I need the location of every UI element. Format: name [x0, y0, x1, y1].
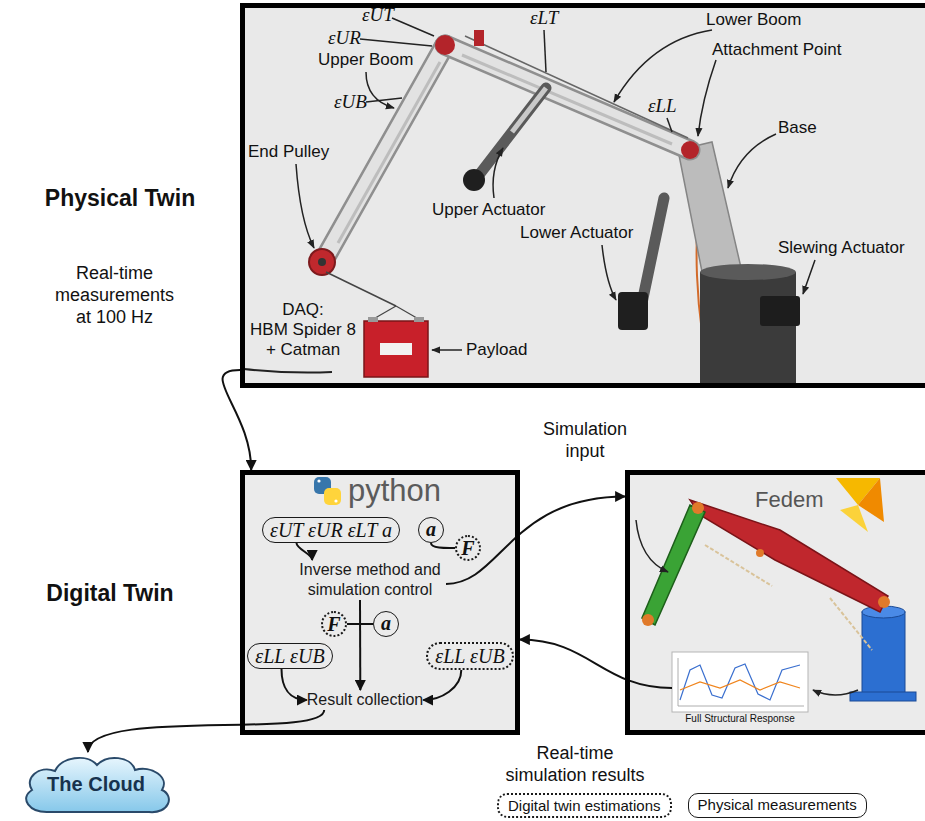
- node-text: εUT εUR εLT a: [270, 519, 392, 541]
- strain-gauge-label: εLL: [648, 96, 677, 116]
- part-label: Upper Actuator: [432, 200, 545, 220]
- part-label: Upper Boom: [318, 50, 413, 70]
- flow-arrow: [520, 640, 672, 688]
- measurement-circle: a: [373, 611, 399, 637]
- flow-arrow: [282, 669, 307, 700]
- chart-thumbnail: Full Structural Response: [672, 652, 808, 712]
- python-panel: Digital TwinpythonεUT εUR εLT aaFInverse…: [240, 470, 520, 735]
- process-text: Result collection: [307, 690, 424, 710]
- node-text: F: [327, 613, 341, 636]
- edge-label: Simulation input: [535, 418, 635, 462]
- measurement-circle: a: [418, 517, 444, 543]
- node-text: a: [378, 612, 394, 635]
- strain-gauge-label: εUT: [362, 5, 394, 25]
- node-text: F: [461, 537, 475, 560]
- cloud-node: The Cloud: [15, 752, 177, 816]
- node-text: Result collection: [307, 690, 424, 710]
- measurement-box: εUT εUR εLT a: [262, 517, 400, 543]
- measurement-box: εLL εUB: [247, 643, 332, 669]
- daq-label: HBM Spider 8 + Catman: [250, 320, 356, 360]
- process-text: Inverse method and simulation control: [294, 560, 446, 600]
- node-text: εLL εUB: [255, 645, 324, 667]
- edge-label: Real-time simulation results: [500, 742, 650, 786]
- flow-arrow: [431, 543, 455, 548]
- part-label: Lower Boom: [706, 10, 801, 30]
- estimation-box: εLL εUB: [426, 642, 513, 670]
- legend: Digital twin estimations Physical measure…: [497, 793, 867, 818]
- legend-item: Digital twin estimations: [497, 793, 672, 818]
- strain-gauge-label: εUR: [328, 28, 361, 48]
- python-logo-text: python: [348, 475, 441, 507]
- part-label: Payload: [466, 340, 527, 360]
- cloud-text: The Cloud: [47, 772, 145, 796]
- strain-gauge-label: εUB: [334, 92, 367, 112]
- node-text: Inverse method and simulation control: [294, 560, 446, 600]
- flow-arrow: [423, 670, 461, 700]
- estimation-circle: F: [321, 611, 347, 637]
- node-text: εLL εUB: [435, 645, 504, 667]
- flow-arrow: [297, 543, 313, 560]
- legend-item: Physical measurements: [688, 793, 867, 818]
- strain-gauge-label: εLT: [530, 8, 558, 28]
- flow-arrow: [359, 600, 361, 690]
- part-label: Slewing Actuator: [778, 238, 905, 258]
- part-label: Lower Actuator: [520, 223, 633, 243]
- part-label: Base: [778, 118, 817, 138]
- node-text: a: [423, 518, 439, 541]
- panel-heading: Physical Twin: [15, 185, 225, 211]
- fedem-panel: FedemFull Structural Response: [625, 470, 925, 735]
- flow-arrow: [446, 497, 625, 585]
- daq-label: DAQ:: [250, 300, 356, 320]
- panel-heading: Digital Twin: [15, 580, 205, 606]
- part-label: Attachment Point: [712, 40, 841, 60]
- edge-label: Real-time measurements at 100 Hz: [52, 262, 177, 328]
- estimation-circle: F: [455, 535, 481, 561]
- chart-caption: Full Structural Response: [660, 713, 820, 725]
- part-label: End Pulley: [248, 142, 329, 162]
- fedem-logo-text: Fedem: [755, 487, 823, 513]
